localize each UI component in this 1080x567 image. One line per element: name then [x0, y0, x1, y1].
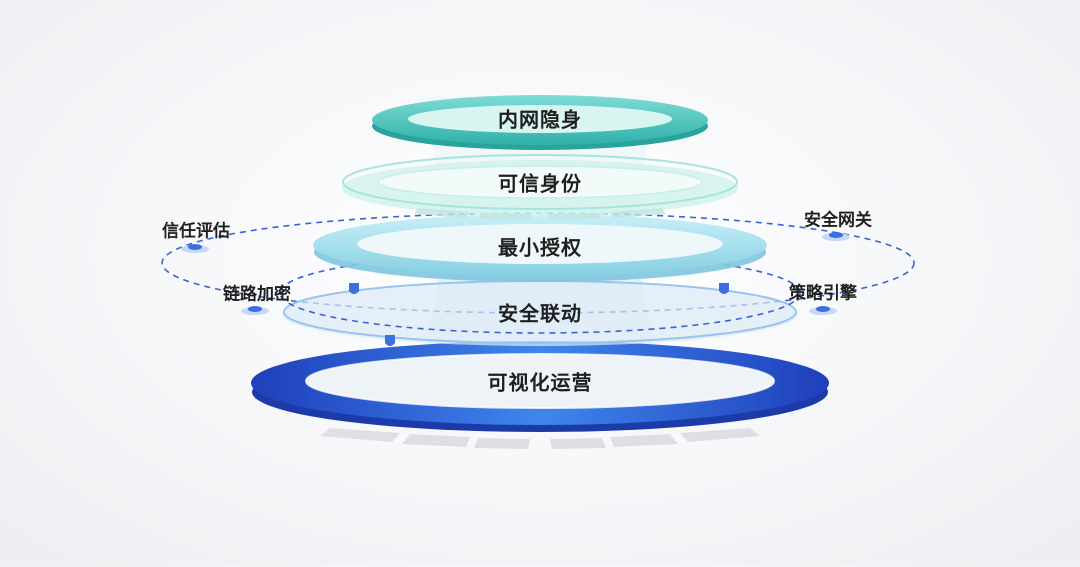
node-marker-icon — [809, 306, 837, 315]
layer-label-trusted-identity: 可信身份 — [498, 171, 582, 196]
side-label-link-encryption: 链路加密 — [223, 284, 291, 305]
layer-ring-visual-ops — [251, 341, 829, 432]
floor-segments — [320, 428, 760, 449]
layer-ring-least-privilege — [313, 214, 767, 282]
layer-ring-trusted-identity — [342, 154, 738, 220]
node-marker-icon — [822, 232, 850, 241]
node-marker-icon — [181, 244, 209, 253]
side-label-trust-evaluation: 信任评估 — [162, 221, 230, 242]
layer-label-least-privilege: 最小授权 — [498, 235, 582, 260]
layer-label-security-linkage: 安全联动 — [498, 301, 582, 326]
side-label-security-gateway: 安全网关 — [804, 210, 872, 231]
shield-icon — [385, 335, 395, 346]
layer-ring-intranet-stealth — [372, 95, 708, 150]
node-marker-icon — [241, 306, 269, 315]
layer-label-intranet-stealth: 内网隐身 — [498, 107, 582, 132]
layer-label-visual-ops: 可视化运营 — [487, 370, 593, 395]
shield-icon — [349, 283, 359, 294]
side-label-policy-engine: 策略引擎 — [789, 283, 857, 304]
shield-icon — [719, 283, 729, 294]
